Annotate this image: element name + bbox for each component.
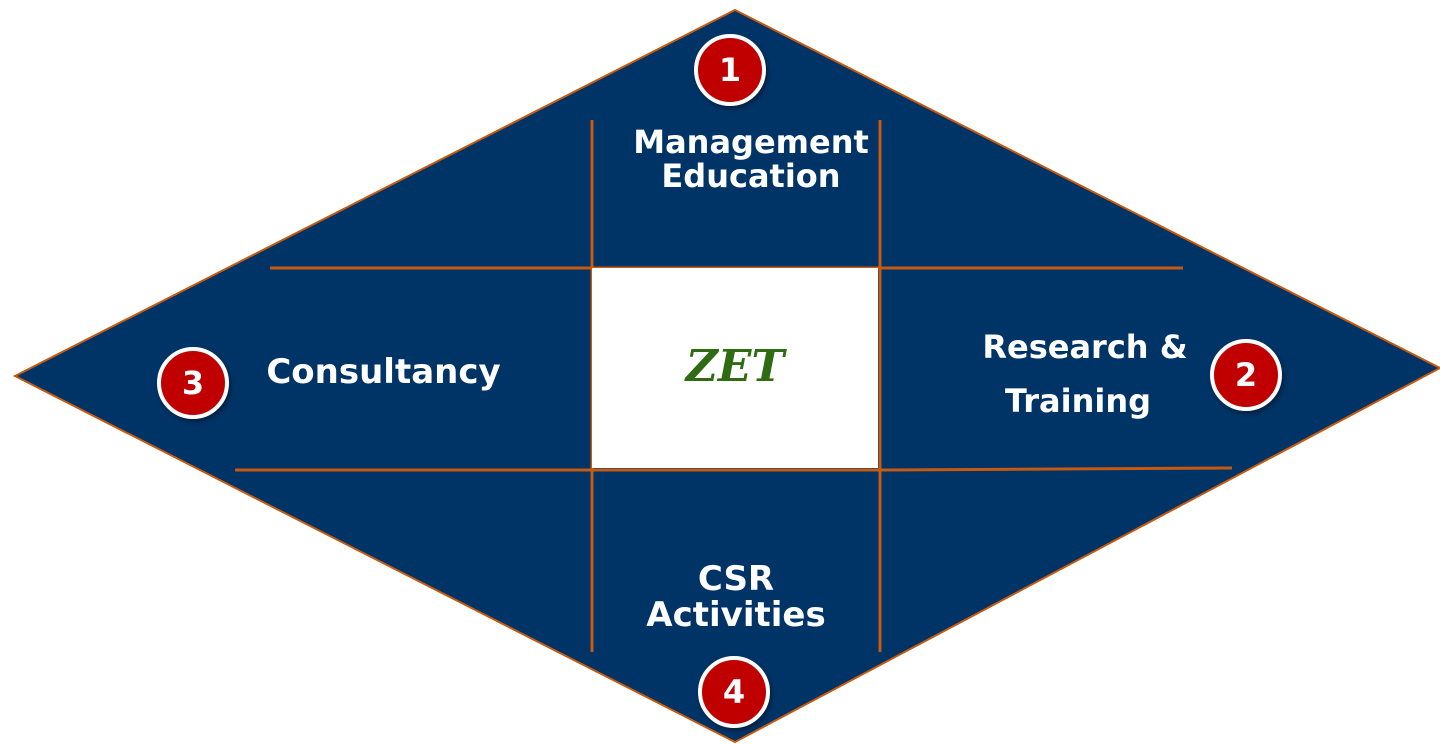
quadrant-left-label: Consultancy — [256, 352, 511, 392]
badge-4-number: 4 — [722, 673, 746, 711]
badge-2-number: 2 — [1234, 356, 1258, 394]
badge-1: 1 — [694, 34, 766, 106]
quadrant-bottom-label: CSR Activities — [620, 559, 852, 635]
quadrant-top-label: Management Education — [616, 123, 886, 195]
badge-3-number: 3 — [181, 364, 205, 402]
quadrant-top-line1: Management — [633, 123, 869, 161]
divider-horizontal-bottom-right — [879, 466, 1233, 472]
quadrant-bottom-line2: Activities — [646, 594, 826, 635]
badge-3: 3 — [157, 347, 229, 419]
quadrant-right-line1: Research & — [982, 328, 1188, 366]
badge-2: 2 — [1210, 339, 1282, 411]
quadrant-right-label: Research & Training — [960, 320, 1210, 429]
quadrant-left-line1: Consultancy — [266, 352, 501, 392]
badge-1-number: 1 — [718, 51, 742, 89]
center-box: ZET — [592, 268, 878, 468]
badge-4: 4 — [698, 656, 770, 728]
center-label: ZET — [685, 340, 785, 392]
quadrant-bottom-line1: CSR — [697, 559, 775, 599]
quadrant-right-line2: Training — [1004, 382, 1152, 421]
quadrant-top-line2: Education — [661, 156, 841, 195]
